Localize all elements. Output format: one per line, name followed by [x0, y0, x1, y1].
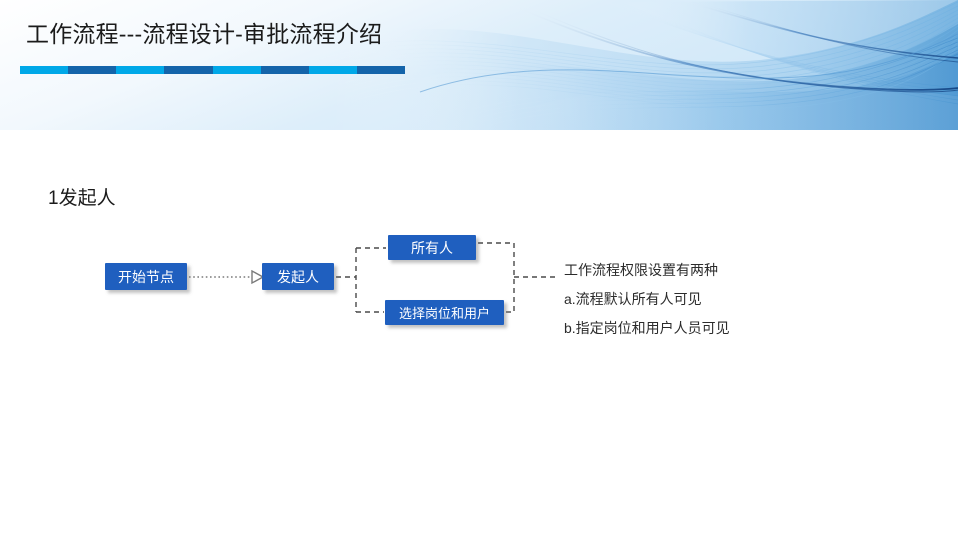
flow-node-initiator[interactable]: 发起人 [262, 263, 334, 290]
note-block: 工作流程权限设置有两种 a.流程默认所有人可见 b.指定岗位和用户人员可见 [564, 256, 730, 343]
accent-segment [20, 66, 69, 74]
note-line: a.流程默认所有人可见 [564, 291, 702, 307]
flow-node-everyone[interactable]: 所有人 [388, 235, 476, 260]
accent-segment [164, 66, 213, 74]
accent-segment [212, 66, 261, 74]
accent-segment [356, 66, 405, 74]
accent-segment [116, 66, 165, 74]
section-heading: 1发起人 [48, 188, 116, 209]
note-line: 工作流程权限设置有两种 [564, 262, 718, 278]
accent-rule [20, 66, 405, 74]
flow-node-select-position-and-user[interactable]: 选择岗位和用户 [385, 300, 504, 325]
accent-segment [260, 66, 309, 74]
accent-segment [68, 66, 117, 74]
accent-segment [308, 66, 357, 74]
connector-start-to-initiator [189, 269, 265, 285]
note-line: b.指定岗位和用户人员可见 [564, 320, 730, 336]
page-title: 工作流程---流程设计-审批流程介绍 [26, 21, 383, 47]
connector-initiator-branch [336, 247, 386, 313]
flow-node-start[interactable]: 开始节点 [105, 263, 187, 290]
